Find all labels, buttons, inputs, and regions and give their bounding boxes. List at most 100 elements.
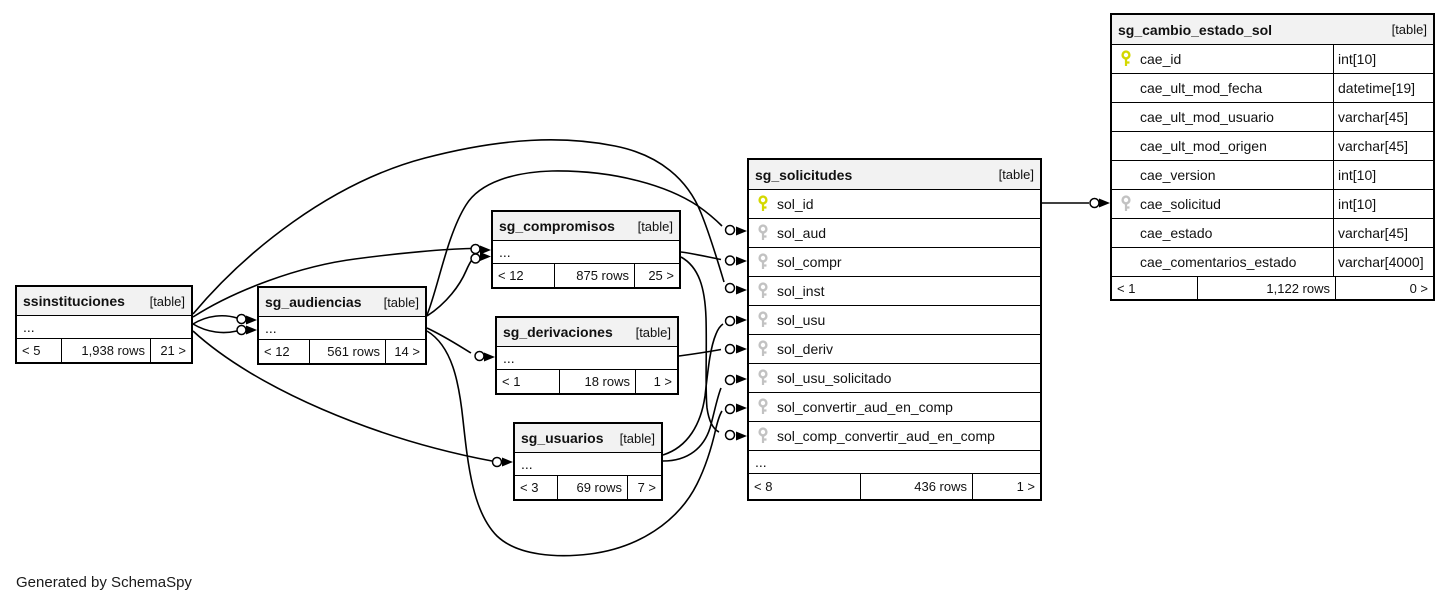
table-sg_audiencias[interactable]: sg_audiencias [table] ... < 12 561 rows … [257,286,427,365]
fk-out-count: 1 > [635,370,677,393]
collapsed-columns: ... [749,451,1040,474]
primary-key-icon [1120,50,1133,68]
row-count: 69 rows [557,476,627,499]
table-name: sg_cambio_estado_sol [1118,21,1273,38]
column-cae_ult_mod_fecha: cae_ult_mod_fecha datetime[19] [1112,74,1433,103]
edge-audiencias-compromisos [426,258,474,317]
foreign-key-icon [757,427,770,445]
table-footer: < 5 1,938 rows 21 > [17,339,191,362]
column-sol_usu: sol_usu [749,306,1040,335]
fk-in-count: < 12 [498,268,524,283]
column-cae_version: cae_version int[10] [1112,161,1433,190]
table-name: sg_usuarios [521,430,604,446]
table-header[interactable]: sg_solicitudes [table] [749,160,1040,190]
fk-in-count: < 1 [1117,280,1136,296]
table-name: sg_compromisos [499,218,615,234]
row-count: 18 rows [559,370,635,393]
table-badge: [table] [998,167,1034,182]
edge-derivaciones-sol_deriv [678,348,722,357]
row-count: 1,122 rows [1197,277,1335,299]
edge-compromisos-sol_comp_convertir [680,256,720,433]
table-name: sg_derivaciones [503,324,613,340]
table-header[interactable]: sg_compromisos [table] [493,212,679,241]
column-sol_convertir_aud_en_comp: sol_convertir_aud_en_comp [749,393,1040,422]
column-type: int[10] [1333,161,1433,189]
column-sol_deriv: sol_deriv [749,335,1040,364]
table-badge: [table] [637,218,673,234]
row-count: 875 rows [554,264,634,287]
table-header[interactable]: sg_usuarios [table] [515,424,661,453]
column-cae_solicitud: cae_solicitud int[10] [1112,190,1433,219]
column-cae_ult_mod_origen: cae_ult_mod_origen varchar[45] [1112,132,1433,161]
column-sol_compr: sol_compr [749,248,1040,277]
collapsed-columns: ... [497,347,677,370]
fk-in-count: < 3 [520,480,539,495]
foreign-key-icon [757,282,770,300]
table-footer: < 8 436 rows 1 > [749,474,1040,499]
column-sol_usu_solicitado: sol_usu_solicitado [749,364,1040,393]
column-type: int[10] [1333,45,1433,73]
table-footer: < 12 875 rows 25 > [493,264,679,287]
fk-out-count: 0 > [1335,277,1433,299]
table-badge: [table] [1391,22,1427,37]
foreign-key-icon [1120,195,1133,213]
fk-in-count: < 1 [502,374,521,389]
primary-key-icon [757,195,770,213]
table-footer: < 1 18 rows 1 > [497,370,677,393]
column-type: int[10] [1333,190,1433,218]
column-type: datetime[19] [1333,74,1433,102]
foreign-key-icon [757,224,770,242]
column-cae_ult_mod_usuario: cae_ult_mod_usuario varchar[45] [1112,103,1433,132]
foreign-key-icon [757,253,770,271]
table-badge: [table] [635,324,671,340]
column-sol_aud: sol_aud [749,219,1040,248]
column-type: varchar[45] [1333,219,1433,247]
edge-compromisos-sol_compr [680,251,722,261]
column-cae_id: cae_id int[10] [1112,45,1433,74]
table-sg_solicitudes[interactable]: sg_solicitudes [table] sol_id sol_aud so… [747,158,1042,501]
foreign-key-icon [757,398,770,416]
foreign-key-icon [757,311,770,329]
row-count: 561 rows [309,340,385,363]
edge-usuarios-sol_usu_solicitado [662,387,722,462]
table-sg_compromisos[interactable]: sg_compromisos [table] ... < 12 875 rows… [491,210,681,289]
column-sol_id: sol_id [749,190,1040,219]
table-header[interactable]: sg_derivaciones [table] [497,318,677,347]
table-ssinstituciones[interactable]: ssinstituciones [table] ... < 5 1,938 ro… [15,285,193,364]
table-badge: [table] [383,294,419,310]
row-count: 1,938 rows [61,339,150,362]
collapsed-columns: ... [515,453,661,476]
column-cae_estado: cae_estado varchar[45] [1112,219,1433,248]
row-count: 436 rows [860,474,972,499]
table-header[interactable]: ssinstituciones [table] [17,287,191,316]
fk-out-count: 14 > [385,340,425,363]
foreign-key-icon [757,369,770,387]
table-footer: < 12 561 rows 14 > [259,340,425,363]
fk-out-count: 25 > [634,264,679,287]
fk-out-count: 21 > [150,339,191,362]
foreign-key-icon [757,340,770,358]
fk-in-count: < 12 [264,344,290,359]
column-type: varchar[45] [1333,132,1433,160]
table-badge: [table] [149,293,185,309]
fk-in-count: < 5 [22,343,41,358]
table-badge: [table] [619,430,655,446]
edge-ssinstituciones-audiencias-2 [192,323,238,334]
column-sol_comp_convertir_aud_en_comp: sol_comp_convertir_aud_en_comp [749,422,1040,451]
table-name: sg_audiencias [265,294,362,310]
table-header[interactable]: sg_cambio_estado_sol [table] [1112,15,1433,45]
table-footer: < 1 1,122 rows 0 > [1112,277,1433,299]
fk-out-count: 1 > [972,474,1040,499]
table-footer: < 3 69 rows 7 > [515,476,661,499]
collapsed-columns: ... [493,241,679,264]
fk-in-count: < 8 [754,479,773,494]
column-type: varchar[45] [1333,103,1433,131]
edge-audiencias-derivaciones [426,327,472,354]
table-header[interactable]: sg_audiencias [table] [259,288,425,317]
table-sg_usuarios[interactable]: sg_usuarios [table] ... < 3 69 rows 7 > [513,422,663,501]
edge-ssinstituciones-audiencias-1 [192,314,238,325]
table-sg_cambio_estado_sol[interactable]: sg_cambio_estado_sol [table] cae_id int[… [1110,13,1435,301]
table-sg_derivaciones[interactable]: sg_derivaciones [table] ... < 1 18 rows … [495,316,679,395]
fk-out-count: 7 > [627,476,661,499]
